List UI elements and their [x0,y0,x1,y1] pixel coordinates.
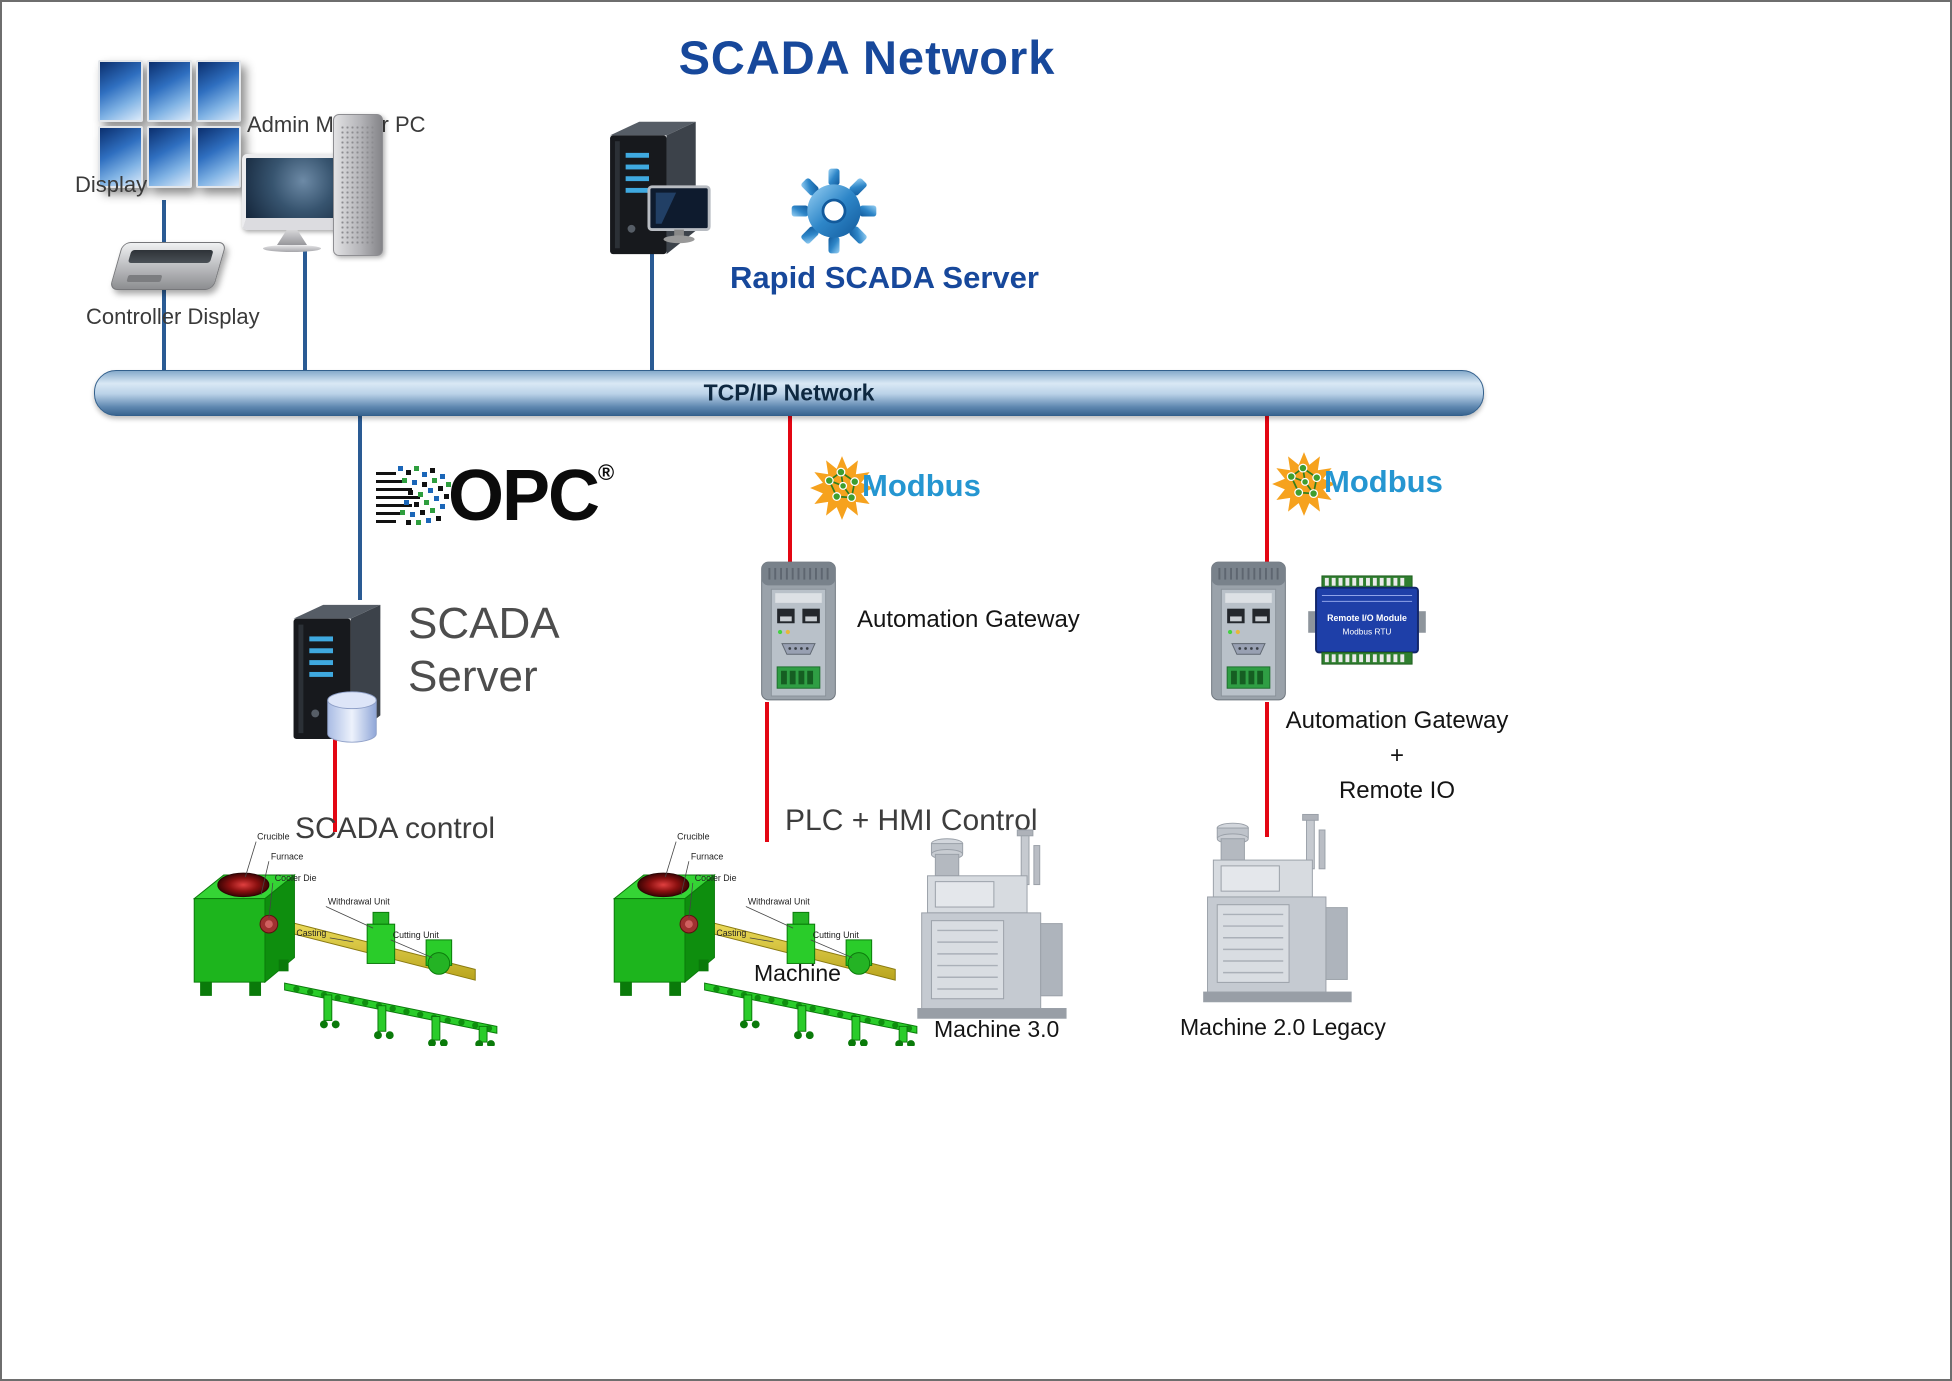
controller-screen-strip [127,250,214,263]
annotation-crucible: Crucible [677,832,709,842]
opc-pixel-icon [376,466,451,525]
connector-scadaserver-to-machine [333,737,337,832]
modbus-icon [810,456,874,520]
display-tile [147,126,192,188]
connector-bus-to-gateway1 [788,414,792,562]
modbus-label: Modbus [862,468,981,503]
connector-rapidserver-to-bus [650,252,654,370]
connector-adminpc-to-bus [303,248,307,370]
machine-2-legacy-icon [1203,813,1352,1003]
connector-gateway2-to-machine [1265,702,1269,837]
annotation-withdrawal-unit: Withdrawal Unit [328,897,390,907]
database-cylinder-icon [327,691,377,743]
network-bus: TCP/IP Network [94,370,1484,416]
imac-base [263,245,321,252]
gateway-remote-io-label-line1: Automation Gateway [1285,707,1509,734]
machine-3-label: Machine 3.0 [934,1016,1060,1042]
annotation-casting: Casting [296,928,326,938]
scada-server-label: SCADA Server [408,598,560,704]
tcpip-network-label: TCP/IP Network [703,379,875,406]
page-title: SCADA Network [678,31,1056,84]
casting-machine-icon: Crucible Furnace Cooler Die Withdrawal U… [612,832,918,1046]
scada-control-label: SCADA control [295,812,496,845]
scada-server-label-line1: SCADA [408,599,560,648]
display-wall-icon [98,60,241,188]
controller-pad [126,275,163,282]
annotation-furnace: Furnace [271,851,303,861]
casting-machine-icon: Crucible Furnace Cooler Die Withdrawal U… [192,832,498,1046]
opc-logo-text: OPC [448,456,600,536]
modbus-label: Modbus [1324,464,1443,499]
annotation-crucible: Crucible [257,832,289,842]
plc-hmi-control-label: PLC + HMI Control [785,804,1038,837]
rapid-scada-server-label: Rapid SCADA Server [730,260,1039,295]
remote-io-module-subtitle: Modbus RTU [1343,627,1392,637]
annotation-withdrawal-unit: Withdrawal Unit [748,897,810,907]
gear-icon [791,168,877,254]
display-tile [98,126,143,188]
gateway-remote-io-label-line2: + [1389,741,1404,769]
display-tile [196,126,241,188]
display-label: Display [75,172,148,197]
annotation-cutting-unit: Cutting Unit [393,930,440,940]
display-tile [147,60,192,122]
modbus-logo-right: Modbus [1270,450,1443,518]
annotation-cooler-die: Cooler Die [695,873,737,883]
controller-display-label: Controller Display [86,304,260,329]
opc-logo: OPC ® [376,458,614,542]
annotation-cooler-die: Cooler Die [275,873,317,883]
modbus-logo-middle: Modbus [808,454,981,522]
automation-gateway-label: Automation Gateway [857,606,1080,633]
opc-registered-mark: ® [598,460,615,485]
connector-bus-to-gateway2 [1265,414,1269,562]
display-tile [196,60,241,122]
annotation-furnace: Furnace [691,851,723,861]
imac-monitor-icon [242,154,342,252]
connector-bus-to-scadaserver [358,414,362,600]
gateway-remote-io-label-line3: Remote IO [1338,776,1456,804]
automation-gateway-icon [761,561,836,701]
annotation-casting: Casting [716,928,746,938]
remote-io-module-title: Remote I/O Module [1327,613,1407,623]
machine-label: Machine [754,960,841,986]
scada-server-label-line2: Server [408,651,538,701]
remote-io-module-icon: Remote I/O Module Modbus RTU [1308,575,1426,665]
modbus-icon [1272,452,1336,516]
controller-display-icon [109,242,227,290]
machine-2-legacy-label: Machine 2.0 Legacy [1180,1014,1386,1040]
annotation-cutting-unit: Cutting Unit [813,930,860,940]
machine-3-icon [917,829,1067,1019]
automation-gateway-icon [1211,561,1286,701]
connector-gateway1-to-machine [765,702,769,842]
gateway-remote-io-label: Automation Gateway + Remote IO [1285,704,1509,808]
pc-tower-icon [333,114,383,256]
imac-screen [242,154,342,230]
display-tile [98,60,143,122]
imac-stand [277,230,307,245]
rapid-server-monitor-icon [647,185,711,244]
pc-tower-grill [340,125,376,245]
